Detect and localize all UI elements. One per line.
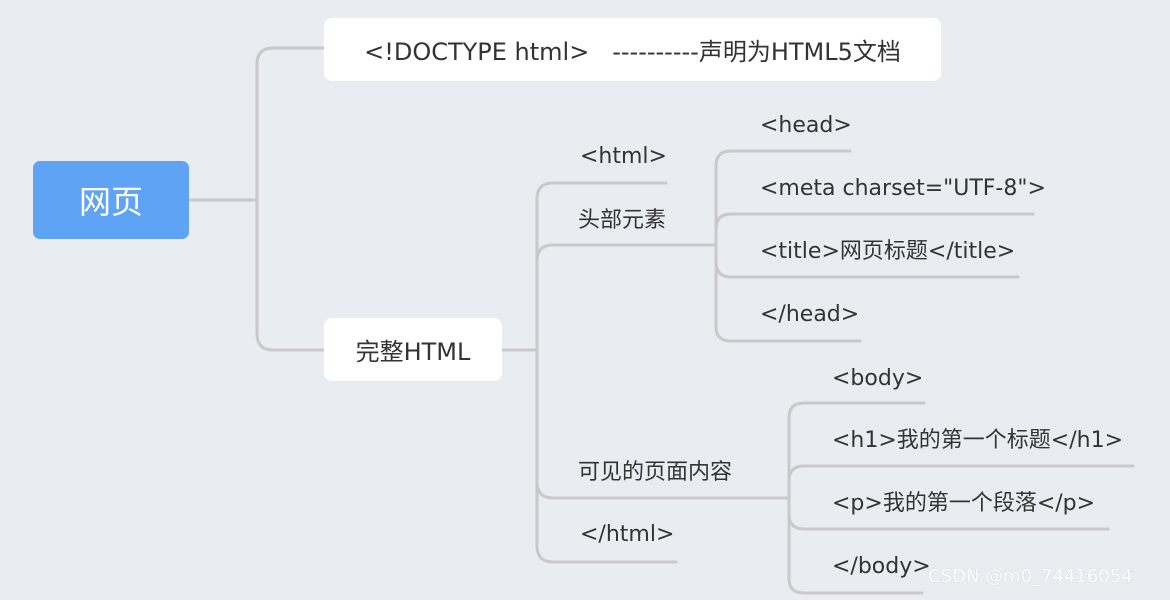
head-item[interactable]: <head>	[760, 113, 852, 138]
body-group-label[interactable]: 可见的页面内容	[578, 460, 733, 485]
body-item[interactable]: <p>我的第一个段落</p>	[832, 491, 1096, 516]
root-node[interactable]: 网页	[33, 161, 189, 239]
head-item[interactable]: <meta charset="UTF-8">	[760, 176, 1046, 201]
html-open-tag[interactable]: <html>	[580, 144, 667, 169]
complete-html-node[interactable]: 完整HTML	[324, 318, 502, 381]
body-item[interactable]: </body>	[832, 554, 931, 579]
doctype-label: <!DOCTYPE html> ----------声明为HTML5文档	[364, 38, 901, 66]
head-group-label[interactable]: 头部元素	[578, 208, 667, 233]
html-close-tag[interactable]: </html>	[580, 522, 675, 547]
body-item[interactable]: <h1>我的第一个标题</h1>	[832, 428, 1124, 453]
head-item[interactable]: </head>	[760, 302, 860, 327]
watermark: CSDN @m0_74416054	[928, 566, 1133, 587]
doctype-node[interactable]: <!DOCTYPE html> ----------声明为HTML5文档	[324, 18, 941, 81]
body-item[interactable]: <body>	[832, 366, 924, 391]
root-label: 网页	[78, 183, 143, 221]
complete-html-label: 完整HTML	[355, 338, 471, 366]
head-item[interactable]: <title>网页标题</title>	[760, 239, 1016, 264]
